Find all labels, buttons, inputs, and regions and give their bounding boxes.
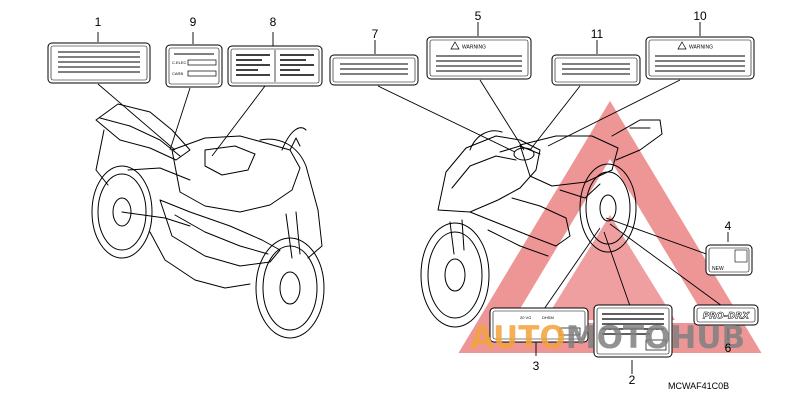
- callout-7: 7: [372, 27, 379, 41]
- label-10: WARNING: [645, 36, 755, 80]
- label-2: [593, 304, 673, 358]
- callout-3: 3: [533, 359, 540, 373]
- callout-11: 11: [591, 27, 604, 41]
- label-9: C.ELEC CARB: [165, 44, 223, 88]
- warning-triangle-icon: [450, 41, 460, 50]
- label-10-warning: WARNING: [689, 45, 713, 51]
- label-1: [47, 42, 151, 84]
- leader-lines: [97, 22, 729, 374]
- label-3: 20 VG DHSM: [489, 307, 589, 343]
- label-3-text-right: DHSM: [542, 315, 554, 320]
- watermark-triangle-inner: [545, 215, 675, 320]
- label-5-warning: WARNING: [462, 45, 486, 51]
- diagram-code: MCWAF41C0B: [668, 381, 729, 391]
- callout-4: 4: [725, 219, 732, 233]
- callout-5: 5: [475, 9, 482, 23]
- motorcycle-left-view-icon: [91, 103, 325, 339]
- label-7: [329, 54, 419, 86]
- label-9-text-2: CARB: [172, 71, 183, 76]
- label-3-text-left: 20 VG: [520, 315, 531, 320]
- watermark-text-hub: HUB: [670, 320, 745, 356]
- label-8: [227, 45, 323, 87]
- warning-triangle-icon: [677, 41, 687, 50]
- watermark-text: AUTOMOTOHUB: [470, 320, 745, 356]
- label-5: WARNING: [426, 36, 532, 80]
- callout-10: 10: [693, 9, 707, 23]
- callout-9: 9: [190, 15, 197, 29]
- label-6: PRO-DRX: [693, 304, 759, 326]
- watermark-text-auto: AUTO: [470, 320, 566, 356]
- label-9-text-1: C.ELEC: [172, 60, 187, 65]
- callout-2: 2: [629, 373, 636, 387]
- callout-1: 1: [95, 15, 102, 29]
- label-11: [551, 54, 641, 86]
- label-4: NEW: [705, 244, 753, 276]
- watermark-text-moto: MOTO: [566, 320, 671, 356]
- label-4-text: NEW: [712, 266, 724, 272]
- callout-8: 8: [270, 15, 277, 29]
- label-6-text: PRO-DRX: [703, 312, 750, 322]
- callout-numbers: 1 9 8 7 5 11 10 4 3 2 6: [95, 9, 732, 387]
- callout-6: 6: [725, 341, 732, 355]
